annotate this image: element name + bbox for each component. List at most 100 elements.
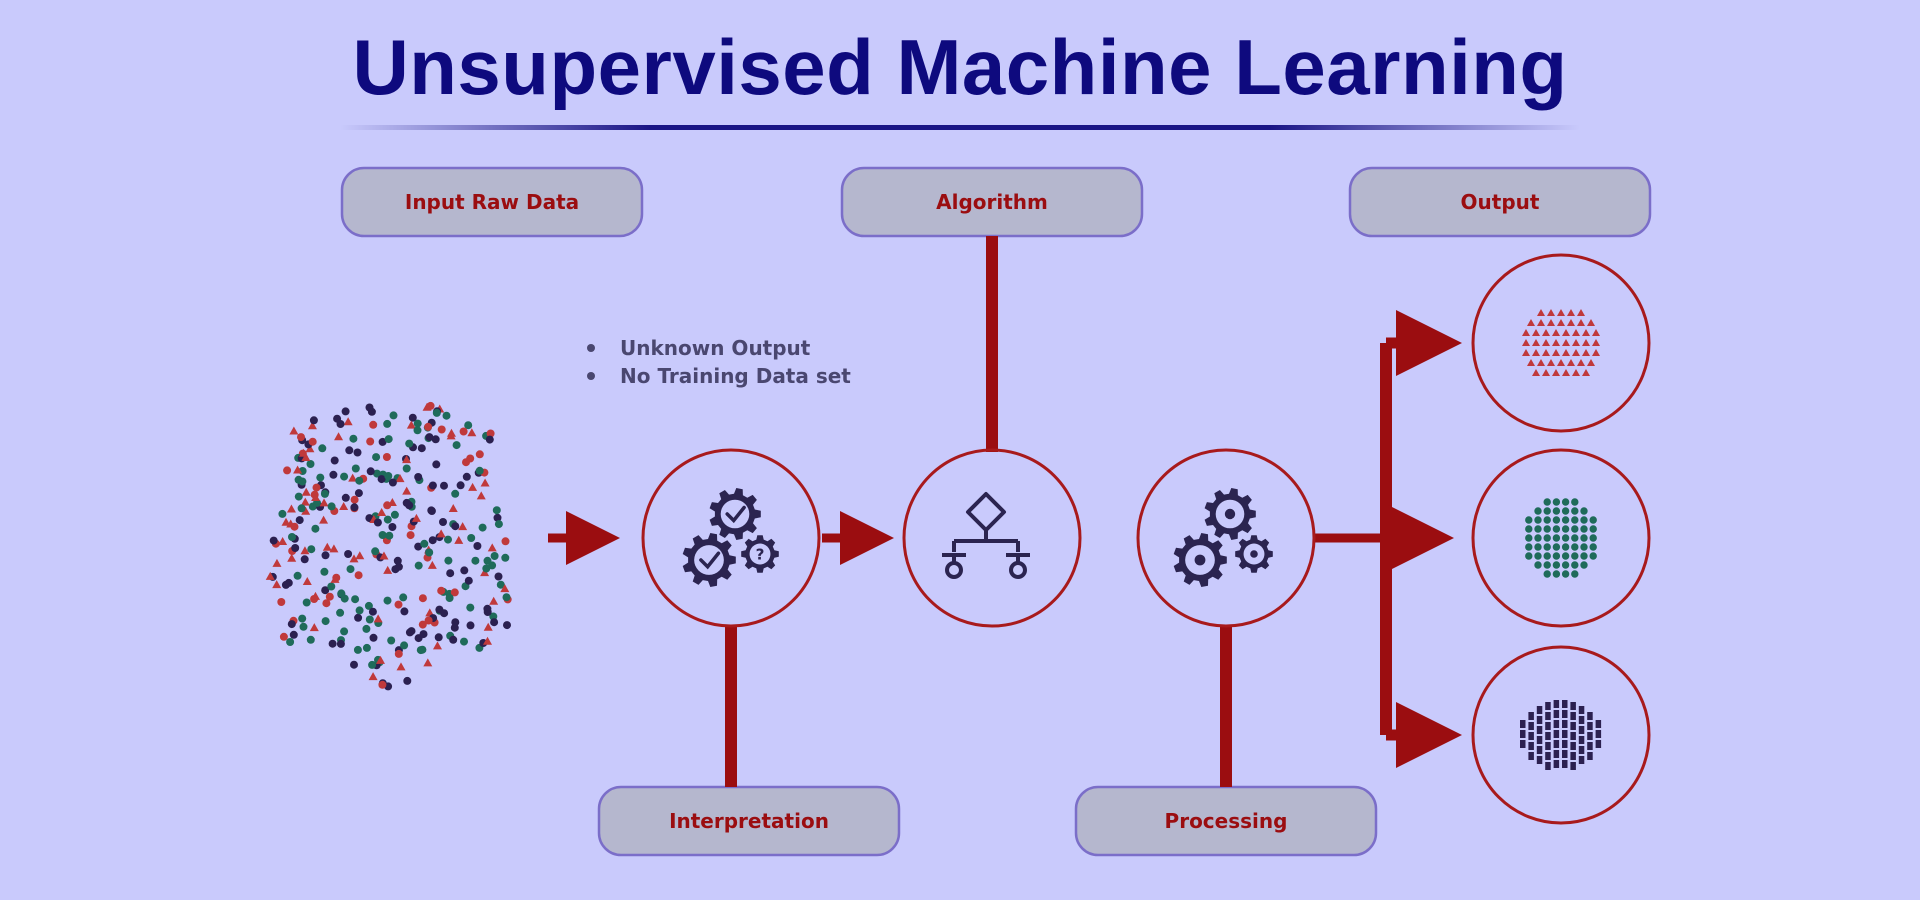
scatter-point (348, 473, 358, 482)
notes-list: Unknown Output No Training Data set (587, 336, 851, 388)
cluster-dot (1571, 552, 1579, 560)
scatter-point (369, 633, 378, 642)
question-mark-icon: ? (756, 545, 765, 563)
cluster-dot (1534, 507, 1542, 515)
scatter-point (480, 568, 490, 577)
scatter-point (478, 523, 487, 532)
scatter-point (414, 561, 423, 570)
scatter-point (414, 542, 423, 551)
scatter-point (487, 543, 497, 552)
scatter-point (350, 503, 359, 512)
scatter-point (417, 444, 426, 453)
scatter-point (293, 571, 302, 580)
scatter-point (290, 522, 299, 531)
scatter-point (351, 595, 360, 604)
scatter-point (312, 483, 321, 492)
cluster-bar-segment (1536, 756, 1543, 764)
scatter-point (432, 460, 441, 469)
cluster-bar-segment (1553, 750, 1560, 758)
scatter-point (402, 498, 411, 507)
scatter-point (406, 531, 415, 540)
scatter-point (502, 593, 511, 602)
scatter-point (395, 474, 405, 483)
cluster-dot (1571, 534, 1579, 542)
scatter-point (394, 600, 403, 609)
cluster-triangle (1592, 329, 1600, 336)
scatter-point (494, 572, 503, 581)
cluster-dot (1534, 534, 1542, 542)
cluster-bar-segment (1562, 720, 1568, 728)
scatter-point (416, 646, 425, 655)
scatter-point (378, 680, 387, 689)
cluster-bar-segment (1553, 760, 1560, 768)
scatter-point (396, 662, 406, 671)
scatter-point (344, 550, 353, 558)
scatter-point (369, 420, 378, 429)
cluster-dot (1589, 534, 1597, 542)
cluster-dot (1543, 570, 1551, 578)
cluster-bar-segment (1520, 720, 1526, 728)
scatter-point (299, 622, 308, 631)
stage-box-output: Output (1348, 166, 1652, 238)
scatter-point (368, 607, 377, 616)
cluster-dot (1525, 516, 1533, 524)
scatter-point (462, 472, 471, 481)
scatter-point (494, 520, 503, 529)
cluster-bar-segment (1595, 720, 1602, 728)
cluster-triangle (1542, 329, 1550, 336)
scatter-point (500, 584, 510, 593)
scatter-point (301, 506, 311, 515)
scatter-point (490, 618, 499, 627)
scatter-point (385, 531, 394, 540)
scatter-point (355, 551, 365, 560)
scatter-point (442, 411, 451, 420)
scatter-point (353, 645, 362, 654)
cluster-bar-segment (1570, 742, 1576, 750)
cluster-triangle (1567, 319, 1575, 326)
scatter-point (444, 556, 453, 565)
cluster-dot (1552, 507, 1561, 515)
gear-center (1224, 508, 1236, 520)
scatter-point (309, 416, 318, 425)
cluster-bar-segment (1545, 702, 1551, 710)
cluster-bar-segment (1536, 736, 1543, 744)
cluster-triangle (1572, 349, 1580, 356)
raw-data-scatter (265, 401, 512, 691)
scatter-point (329, 470, 338, 479)
scatter-point (387, 636, 396, 645)
scatter-point (428, 536, 437, 545)
algorithm-circle (902, 448, 1082, 628)
scatter-point (413, 419, 422, 428)
scatter-point (383, 501, 392, 510)
scatter-point (321, 617, 330, 626)
scatter-point (414, 473, 423, 481)
scatter-point (301, 453, 311, 462)
cluster-triangle (1567, 359, 1575, 366)
scatter-point (439, 518, 447, 526)
scatter-point (322, 542, 332, 551)
scatter-point (373, 614, 383, 623)
scatter-point (393, 556, 402, 565)
cluster-dot (1534, 561, 1542, 569)
gear-center (1194, 554, 1206, 566)
scatter-point (349, 434, 358, 443)
cluster-triangle (1557, 319, 1565, 326)
cluster-dot (1571, 543, 1579, 551)
cluster-triangle (1542, 339, 1550, 346)
cluster-bar-segment (1587, 742, 1593, 750)
scatter-point (432, 641, 442, 650)
scatter-point (466, 454, 475, 463)
cluster-bar-segment (1570, 702, 1576, 710)
cluster-dot (1561, 516, 1570, 524)
bar-cluster-icon (1520, 700, 1602, 770)
cluster-dot (1534, 525, 1542, 533)
stage-label-output: Output (1461, 190, 1540, 214)
scatter-point (496, 580, 505, 589)
scatter-point (488, 561, 497, 570)
scatter-point (473, 542, 482, 550)
scatter-point (475, 450, 484, 459)
scatter-point (476, 491, 486, 500)
cluster-triangle (1562, 329, 1570, 336)
cluster-bar-segment (1528, 722, 1534, 730)
scatter-point (373, 469, 381, 478)
